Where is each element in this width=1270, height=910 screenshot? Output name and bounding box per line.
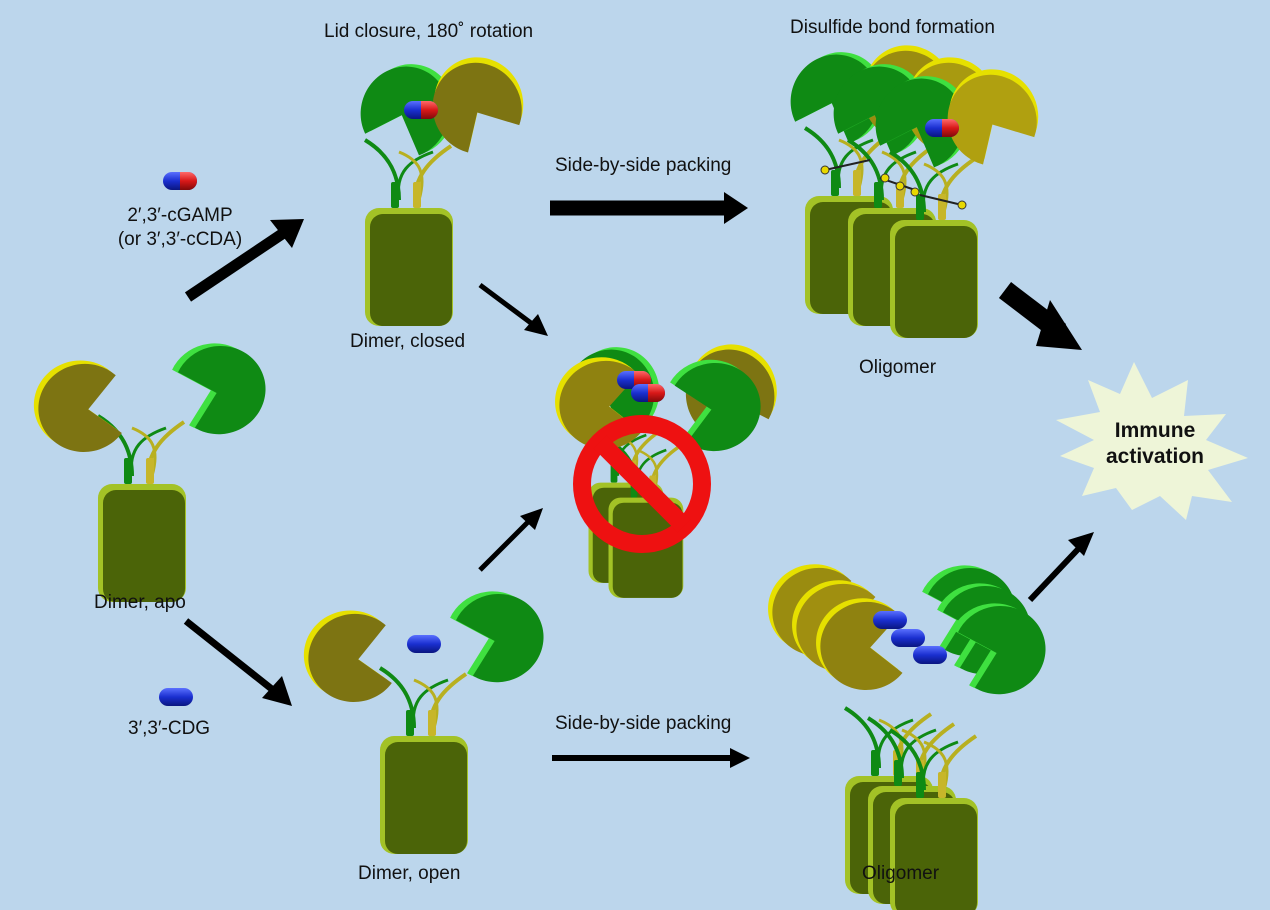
oligomer-bottom-label: Oligomer [862,863,940,884]
dimer-apo-label: Dimer, apo [94,592,186,613]
no-entry-icon [573,415,711,553]
side-by-side-top-label: Side-by-side packing [555,155,732,176]
cgamp-label-line2: (or 3′,3′-cCDA) [117,229,243,250]
immune-line1: Immune [1114,419,1196,442]
side-by-side-bottom-label: Side-by-side packing [555,713,732,734]
ligand-icon [404,101,438,119]
cdg-label: 3′,3′-CDG [128,718,211,739]
arrows [183,192,1094,768]
cdg-ligand-icon [159,688,193,706]
oligomer-top [781,29,1050,340]
blocked-oligomer [551,331,787,600]
cgamp-ligand-icon [163,172,197,190]
disulfide-label: Disulfide bond formation [790,17,995,38]
dimer-apo [28,333,276,604]
oligomer-bottom [764,555,1056,910]
cgamp-label-line1: 2′,3′-cGAMP [127,205,233,226]
oligomer-top-label: Oligomer [859,357,937,378]
dimer-open [298,581,554,856]
lid-closure-label: Lid closure, 180˚ rotation [324,21,534,42]
immune-line2: activation [1105,445,1205,468]
dimer-closed [351,41,535,328]
immune-activation-label: Immune activation [1090,418,1220,470]
dimer-open-label: Dimer, open [358,863,461,884]
dimer-closed-label: Dimer, closed [350,331,466,352]
starburst-icon [1056,362,1248,520]
